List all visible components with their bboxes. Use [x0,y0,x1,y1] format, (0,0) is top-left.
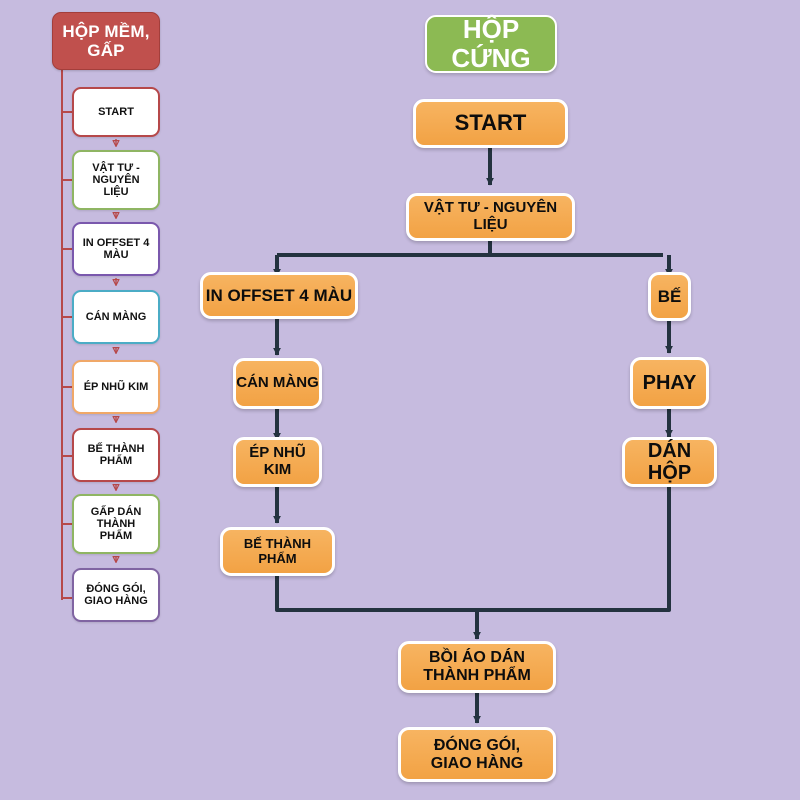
hard-node-pack[interactable]: ĐÓNG GÓI, GIAO HÀNG [398,727,556,782]
hard-node-laminate[interactable]: CÁN MÀNG [233,358,322,409]
soft-node-start[interactable]: START [72,87,160,137]
soft-node-fold-glue[interactable]: GẤP DÁN THÀNH PHẨM [72,494,160,554]
hard-node-die-cut[interactable]: BẾ THÀNH PHẨM [220,527,335,576]
hard-node-be[interactable]: BẾ [648,272,691,321]
hard-node-phay[interactable]: PHAY [630,357,709,409]
hard-node-glue-box[interactable]: DÁN HỘP [622,437,717,487]
soft-node-die-cut[interactable]: BẾ THÀNH PHẨM [72,428,160,482]
hard-node-print[interactable]: IN OFFSET 4 MÀU [200,272,358,319]
soft-node-laminate[interactable]: CÁN MÀNG [72,290,160,344]
hard-node-materials[interactable]: VẬT TƯ - NGUYÊN LIỆU [406,193,575,241]
soft-node-foil[interactable]: ÉP NHŨ KIM [72,360,160,414]
hard-node-foil[interactable]: ÉP NHŨ KIM [233,437,322,487]
soft-node-print[interactable]: IN OFFSET 4 MÀU [72,222,160,276]
hard-node-wrap[interactable]: BỒI ÁO DÁN THÀNH PHẨM [398,641,556,693]
hard-section-header: HỘP CỨNG [425,14,557,73]
soft-section-header: HỘP MỀM, GẤP [52,12,160,70]
soft-node-materials[interactable]: VẬT TƯ - NGUYÊN LIỆU [72,150,160,210]
hard-node-start[interactable]: START [413,99,568,148]
soft-spine [61,70,72,600]
soft-node-pack[interactable]: ĐÓNG GÓI, GIAO HÀNG [72,568,160,622]
